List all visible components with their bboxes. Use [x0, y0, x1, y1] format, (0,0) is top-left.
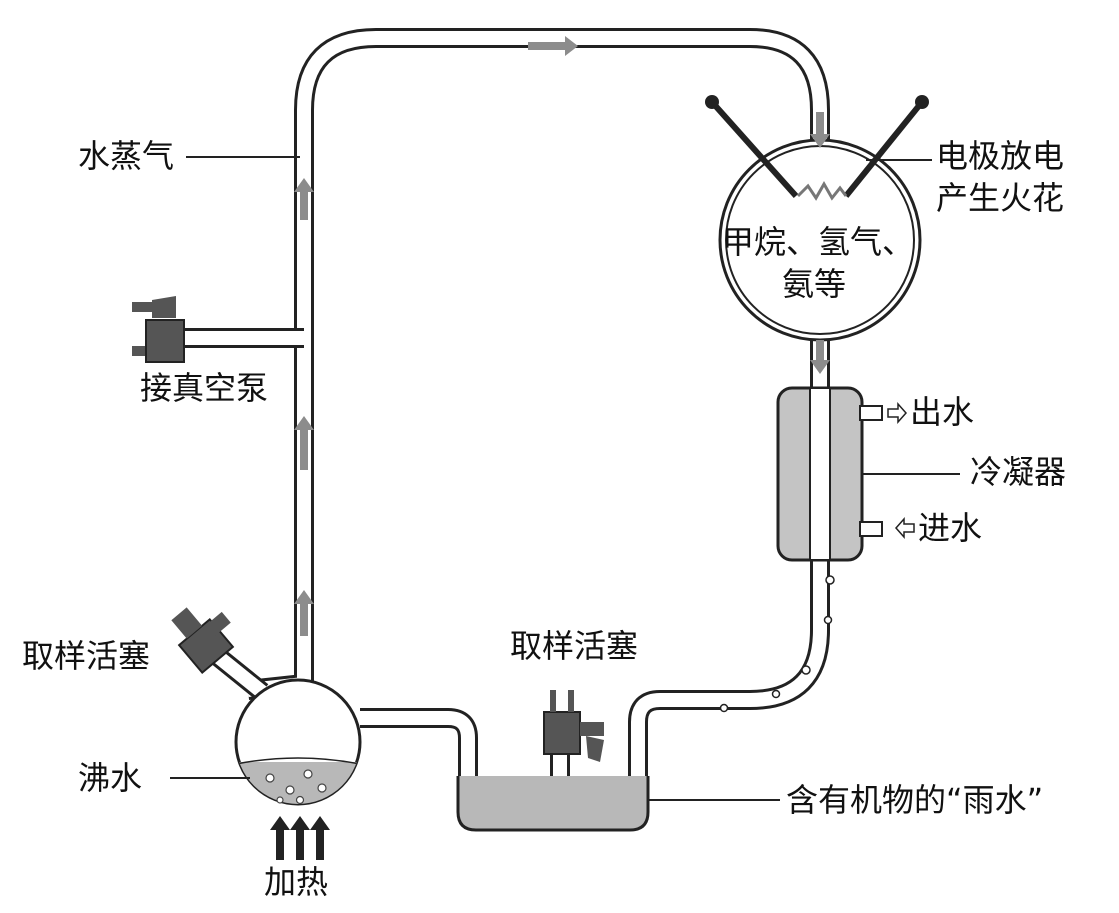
gases-label-line1: 甲烷、氢气、: [722, 223, 915, 261]
heat-arrow-icon: [270, 816, 330, 860]
boiling-flask: [234, 678, 362, 806]
condenser-label: 冷凝器: [970, 453, 1067, 491]
gases-label-line2: 氨等: [782, 265, 847, 303]
bottom-sampling-valve-label: 取样活塞: [510, 627, 639, 665]
spark-zigzag-icon: [796, 180, 848, 201]
flow-arrow-icon: [294, 416, 314, 470]
heat-label: 加热: [264, 863, 329, 901]
water-in-label: 进水: [918, 509, 983, 547]
flow-arrows: [294, 36, 830, 636]
flow-arrow-icon: [810, 340, 830, 374]
vacuum-pump-label: 接真空泵: [140, 369, 269, 407]
water-vapor-label: 水蒸气: [78, 137, 175, 175]
spark-chamber: [705, 95, 929, 342]
flow-arrow-icon: [810, 112, 830, 148]
condenser: [776, 386, 883, 562]
left-sampling-valve-icon: [171, 607, 235, 675]
left-sampling-valve-label: 取样活塞: [22, 637, 151, 675]
bubbles: [265, 769, 327, 805]
bottom-sampling-valve-icon: [543, 690, 604, 762]
water-in-arrow-icon: [894, 517, 915, 539]
flow-arrow-icon: [294, 178, 314, 220]
leader-lines: [170, 156, 960, 801]
flow-arrow-icon: [528, 36, 578, 56]
vacuum-pump-valve-icon: [132, 296, 185, 363]
flow-arrow-icon: [294, 590, 314, 636]
boiling-water-label: 沸水: [78, 759, 143, 797]
condensed-droplets: [719, 575, 835, 713]
water-out-label: 出水: [910, 393, 975, 431]
electrode-spark-label-line1: 电极放电: [936, 137, 1065, 175]
water-out-arrow-icon: [887, 402, 908, 424]
electrode-spark-label-line2: 产生火花: [936, 179, 1065, 217]
rain-water-label: 含有机物的“雨水”: [786, 781, 1044, 819]
